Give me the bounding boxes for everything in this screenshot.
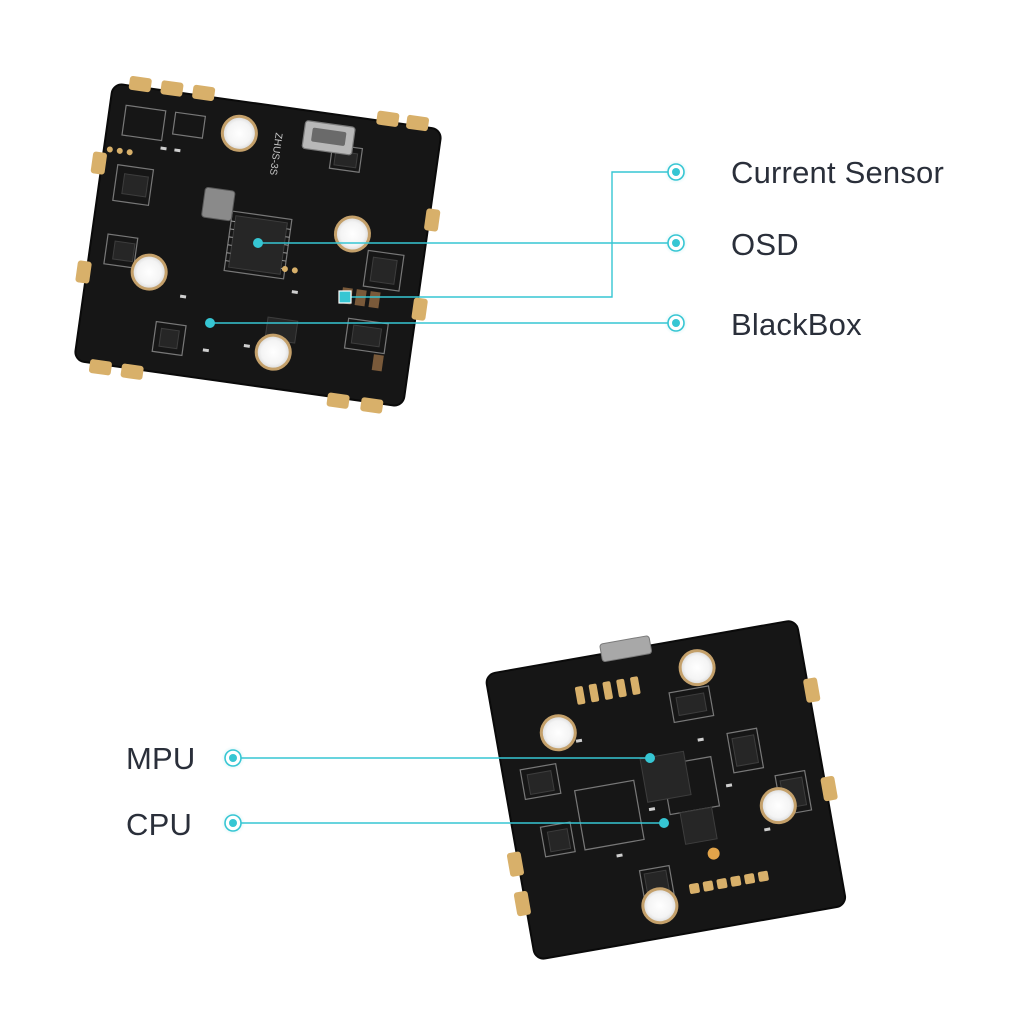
current-sensor-label: Current Sensor — [731, 155, 945, 190]
flight-controller-bottom-board — [485, 620, 847, 960]
osd-label: OSD — [731, 227, 799, 262]
current-sensor-callout-line — [345, 171, 676, 298]
mpu-target-dot — [645, 753, 655, 763]
cpu-marker-icon — [221, 811, 245, 835]
board-callout-dots — [205, 238, 669, 828]
blackbox-marker-icon — [664, 311, 688, 335]
osd-target-dot — [253, 238, 263, 248]
cpu-label: CPU — [126, 807, 193, 842]
mpu-marker-icon — [221, 746, 245, 770]
blackbox-target-dot — [205, 318, 215, 328]
current-sensor-marker-icon — [664, 160, 688, 184]
cpu-target-dot — [659, 818, 669, 828]
current-sensor-target-dot — [338, 290, 352, 304]
mpu-label: MPU — [126, 741, 196, 776]
label-ring-markers — [221, 160, 688, 835]
osd-marker-icon — [664, 231, 688, 255]
blackbox-label: BlackBox — [731, 307, 862, 342]
